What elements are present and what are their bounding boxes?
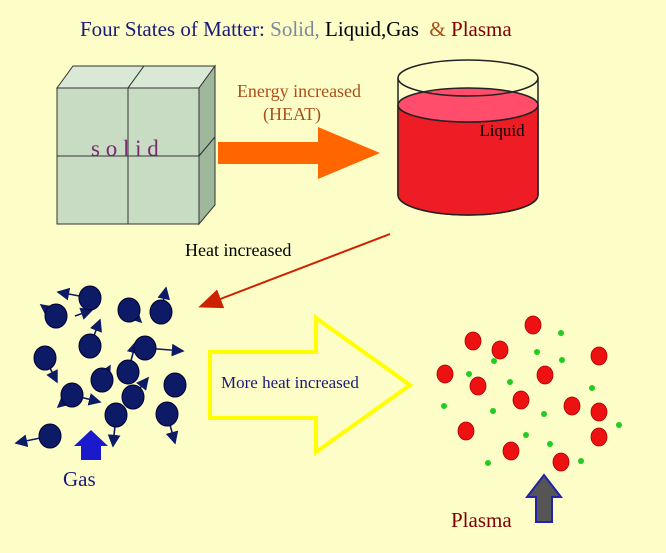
plasma-ions-icon bbox=[436, 315, 622, 472]
liquid-beaker-icon bbox=[397, 59, 539, 216]
heat-increased-label: Heat increased bbox=[185, 240, 291, 260]
title-prefix: Four States of Matter: bbox=[80, 17, 270, 41]
gas-particles-icon bbox=[14, 285, 187, 449]
plasma-up-arrow-icon bbox=[524, 473, 564, 523]
title-gas: Gas bbox=[386, 17, 419, 41]
title-ampersand: & bbox=[419, 17, 451, 41]
solid-cubes-icon bbox=[56, 64, 216, 226]
solid-label: s o l i d bbox=[91, 136, 159, 161]
title-plasma: Plasma bbox=[451, 17, 512, 41]
plasma-label: Plasma bbox=[451, 508, 512, 532]
yellow-arrow-icon bbox=[208, 314, 414, 456]
orange-arrow-icon bbox=[218, 127, 380, 179]
heat-label: (HEAT) bbox=[263, 104, 321, 125]
title-solid: Solid, bbox=[270, 17, 320, 41]
gas-up-arrow-icon bbox=[74, 430, 108, 460]
gas-label: Gas bbox=[63, 467, 96, 491]
liquid-label: Liquid bbox=[479, 121, 525, 140]
title-liquid: Liquid, bbox=[320, 17, 387, 41]
page-title: Four States of Matter: Solid, Liquid,Gas… bbox=[80, 17, 512, 41]
red-arrow-icon bbox=[198, 233, 391, 309]
energy-increased-label: Energy increased bbox=[237, 81, 361, 101]
more-heat-label: More heat increased bbox=[221, 373, 359, 392]
